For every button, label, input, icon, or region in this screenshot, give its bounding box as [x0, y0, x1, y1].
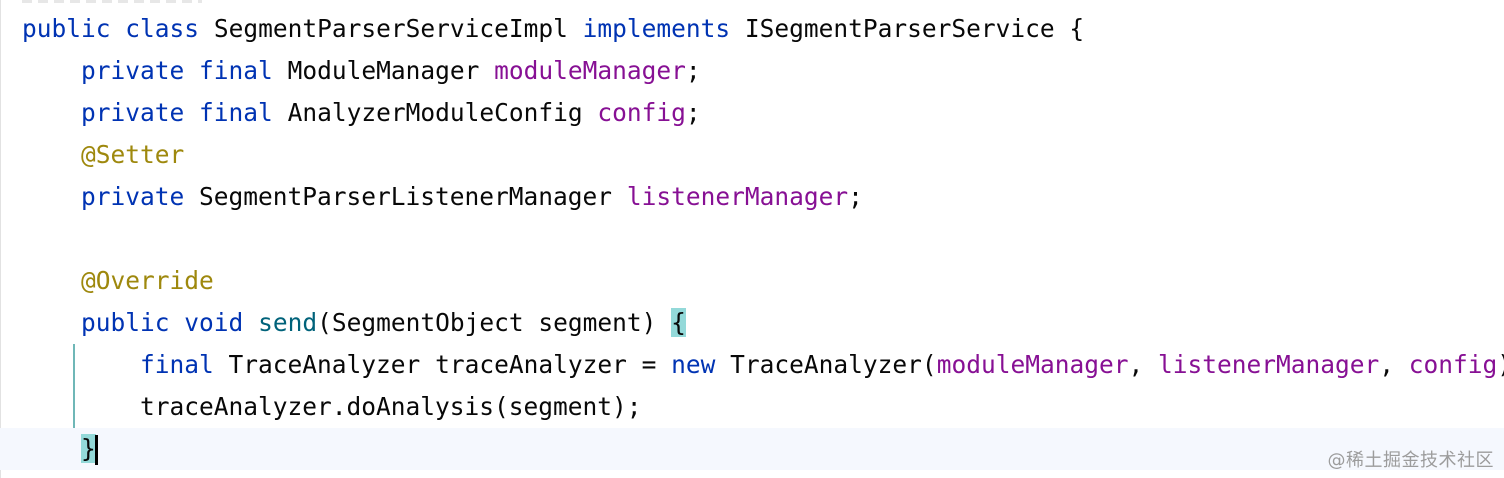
type-name: SegmentParserListenerManager	[199, 182, 613, 211]
code-line-field-module-manager: private final ModuleManager moduleManage…	[81, 56, 701, 85]
keyword: new	[671, 350, 716, 379]
keyword: final	[199, 56, 273, 85]
code-line-do-analysis: traceAnalyzer.doAnalysis(segment);	[0, 386, 1504, 428]
keyword: void	[184, 308, 244, 337]
code-line-class-declaration: public class SegmentParserServiceImpl im…	[0, 8, 1504, 50]
code-line-current-close-brace: }	[0, 428, 1504, 470]
operator: =	[641, 350, 657, 379]
field-reference: moduleManager	[936, 350, 1129, 379]
field-reference: listenerManager	[1157, 350, 1380, 379]
field-name: listenerManager	[626, 182, 849, 211]
constructor-call: TraceAnalyzer(	[730, 350, 937, 379]
open-brace: {	[1069, 14, 1085, 43]
keyword: final	[140, 350, 214, 379]
code-line-trace-analyzer-init: final TraceAnalyzer traceAnalyzer = new …	[0, 344, 1504, 386]
class-name: SegmentParserServiceImpl	[213, 14, 568, 43]
annotation: @Override	[81, 266, 214, 295]
code-line-field-config: private final AnalyzerModuleConfig confi…	[81, 98, 701, 127]
keyword: public	[81, 308, 170, 337]
code-line-method-signature: public void send(SegmentObject segment) …	[0, 302, 1504, 344]
code-line-blank	[0, 218, 1504, 260]
type-name: AnalyzerModuleConfig	[287, 98, 583, 127]
keyword: implements	[582, 14, 731, 43]
field-name: config	[597, 98, 686, 127]
keyword: final	[199, 98, 273, 127]
call-end: );	[1497, 350, 1504, 379]
indent-guide	[73, 344, 75, 428]
editor-gutter-border	[0, 0, 1, 478]
code-line-setter-annotation: @Setter	[0, 134, 1504, 176]
field-reference: config	[1408, 350, 1498, 379]
type-name: ModuleManager	[287, 56, 480, 85]
code-line-field-listener-manager: private SegmentParserListenerManager lis…	[81, 182, 863, 211]
keyword: public	[22, 14, 111, 43]
keyword: private	[81, 182, 185, 211]
field-name: moduleManager	[494, 56, 686, 85]
code-editor[interactable]: public class SegmentParserServiceImpl im…	[0, 8, 1504, 470]
type-name: TraceAnalyzer	[228, 350, 421, 379]
text-caret	[94, 435, 98, 465]
matched-open-brace: {	[671, 308, 686, 337]
keyword: private	[81, 98, 185, 127]
previous-line-fragment	[22, 0, 202, 3]
watermark: @稀土掘金技术社区	[1327, 450, 1494, 471]
method-params: (SegmentObject segment)	[317, 308, 657, 337]
method-call: traceAnalyzer.doAnalysis(segment);	[140, 392, 642, 421]
interface-name: ISegmentParserService	[744, 14, 1055, 43]
code-line-override-annotation: @Override	[0, 260, 1504, 302]
variable-name: traceAnalyzer	[435, 350, 627, 379]
matched-close-brace: }	[81, 434, 96, 463]
keyword: private	[81, 56, 185, 85]
keyword: class	[125, 14, 200, 43]
annotation: @Setter	[81, 140, 185, 169]
method-name: send	[258, 308, 318, 337]
